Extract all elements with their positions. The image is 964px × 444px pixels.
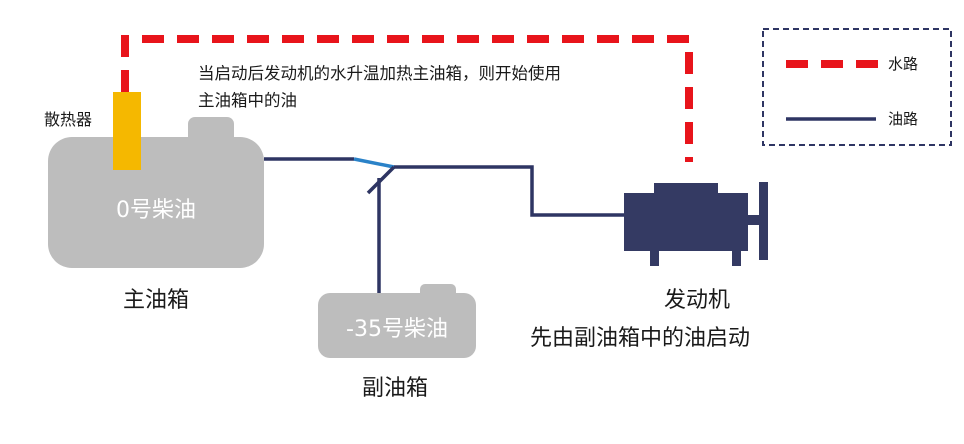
engine-icon <box>624 182 768 266</box>
sub-tank-fuel-label: -35号柴油 <box>346 317 448 342</box>
engine-body <box>624 193 748 251</box>
main-tank-body <box>48 137 264 268</box>
oil-line-engine <box>394 165 624 217</box>
main-tank: 0号柴油 <box>48 117 264 268</box>
main-tank-fuel-label: 0号柴油 <box>116 198 196 223</box>
legend-water-label: 水路 <box>888 55 918 73</box>
annotation-line-2: 主油箱中的油 <box>198 91 297 110</box>
legend: 水路 油路 <box>762 28 952 146</box>
sub-tank: -35号柴油 <box>318 284 476 358</box>
engine-shaft <box>745 215 761 225</box>
engine-startup-note: 先由副油箱中的油启动 <box>530 326 750 351</box>
legend-box <box>762 28 952 146</box>
engine-label: 发动机 <box>664 288 730 313</box>
engine-foot-left <box>650 250 659 266</box>
annotation-line-1: 当启动后发动机的水升温加热主油箱，则开始使用 <box>198 64 561 83</box>
main-tank-label: 主油箱 <box>123 288 189 313</box>
water-circuit-line <box>121 35 693 162</box>
radiator-label: 散热器 <box>44 110 92 129</box>
engine-flange <box>759 182 768 260</box>
sub-tank-body <box>318 293 476 358</box>
sub-tank-label: 副油箱 <box>362 376 428 401</box>
valve-segment <box>353 157 395 169</box>
engine-foot-right <box>732 250 741 266</box>
legend-oil-label: 油路 <box>888 110 918 128</box>
valve-handle <box>366 165 396 195</box>
radiator <box>113 92 141 170</box>
